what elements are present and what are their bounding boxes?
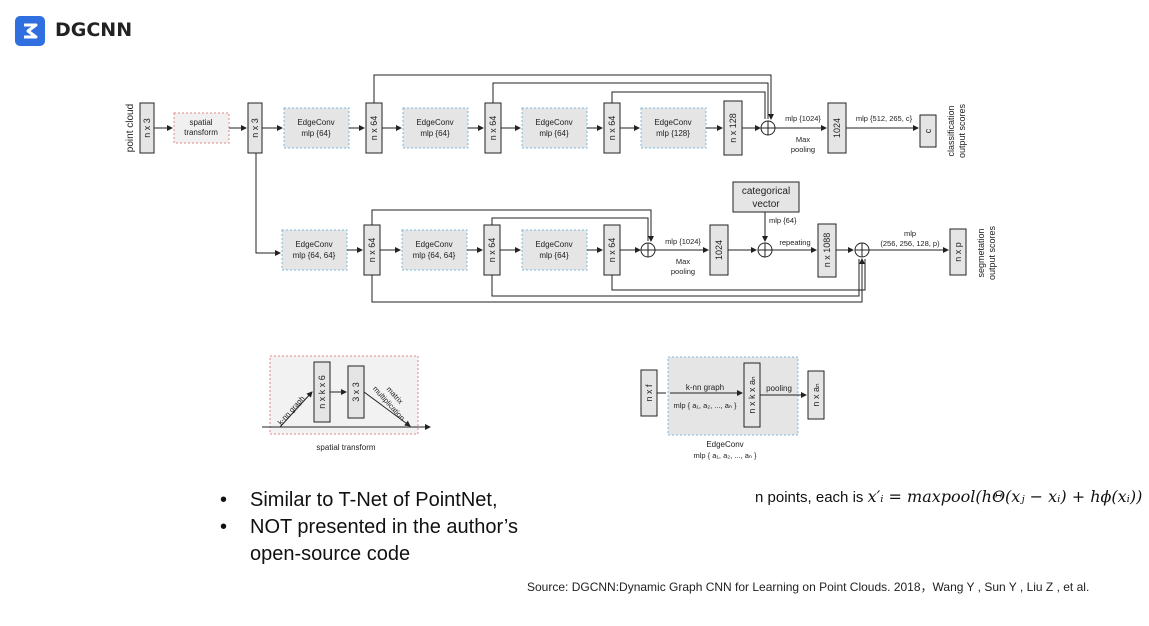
edgeconv-mlp-2: mlp {64}: [420, 129, 450, 138]
seg-edgeconv-mlp-3: mlp {64}: [539, 251, 569, 260]
edgeconv-title-4: EdgeConv: [654, 118, 691, 127]
seg-edgeconv-mlp-2: mlp {64, 64}: [413, 251, 456, 260]
categorical-vector-box: [732, 181, 800, 213]
spatial-caption: spatial transform: [316, 443, 375, 452]
seg-edgeconv-title-2: EdgeConv: [415, 240, 452, 249]
max-pooling-bottom-2: pooling: [671, 267, 695, 276]
pooling-label: pooling: [766, 384, 792, 393]
max-pooling-top-2: pooling: [791, 145, 815, 154]
spatial-dim2: 3 x 3: [351, 382, 361, 402]
bullet-dot: •: [220, 516, 228, 538]
cls-output-label-2: output scores: [957, 103, 967, 158]
seg-mlp-2: (256, 256, 128, p): [880, 239, 940, 248]
seg-edgeconv-mlp-1: mlp {64, 64}: [293, 251, 336, 260]
spatial-transform-label-2: transform: [184, 128, 218, 137]
seg-edgeconv-title-3: EdgeConv: [535, 240, 572, 249]
seg-feature-dim-1: n x 64: [367, 238, 377, 263]
input-dim: n x 3: [142, 118, 152, 138]
seg-feature-dim-2: n x 64: [487, 238, 497, 263]
seg-output-label-1: segmetation: [976, 228, 986, 277]
input-label: point cloud: [125, 104, 136, 152]
concat-dim: n x 1088: [822, 233, 832, 268]
max-pooling-top-1: Max: [796, 135, 810, 144]
top-row: point cloud n x 3 spatial transform n x …: [125, 74, 967, 158]
seg-mlp-1: mlp: [904, 229, 916, 238]
edgeconv-out-box: [807, 370, 825, 420]
edgeconv-box-2: [402, 107, 469, 149]
bullet-item: • NOT presented in the author’s open-sou…: [220, 514, 640, 568]
edgeconv-box-4: [640, 107, 707, 149]
edgeconv-detail: n x f k-nn graph mlp { a₁, a₂, ..., aₙ }…: [640, 356, 825, 460]
edgeconv-box-1: [283, 107, 350, 149]
global-dim-top: 1024: [832, 118, 842, 138]
cls-output-box: [919, 114, 937, 148]
edgeconv-title-2: EdgeConv: [416, 118, 453, 127]
edgeconv-mlp-1: mlp {64}: [301, 129, 331, 138]
mlp-1024-top: mlp {1024}: [785, 114, 821, 123]
bullet-item: • Similar to T-Net of PointNet,: [220, 487, 640, 514]
edgeconv-knn-label: k-nn graph: [686, 383, 724, 392]
edgeconv-caption-1: EdgeConv: [706, 440, 743, 449]
bullet-dot: •: [220, 489, 228, 511]
edgeconv-caption-2: mlp { a₁, a₂, ..., aₙ }: [693, 451, 757, 460]
logo-icon: [15, 16, 45, 46]
mlp-1024-bottom: mlp {1024}: [665, 237, 701, 246]
seg-edgeconv-box-3: [521, 229, 588, 271]
edgeconv-mlp-label: mlp { a₁, a₂, ..., aₙ }: [673, 401, 737, 410]
transformed-dim: n x 3: [250, 118, 260, 138]
edgeconv-title-3: EdgeConv: [535, 118, 572, 127]
bullet-text: Similar to T-Net of PointNet,: [250, 489, 498, 511]
repeating-label: repeating: [779, 238, 810, 247]
source-citation: Source: DGCNN:Dynamic Graph CNN for Lear…: [527, 580, 1090, 594]
seg-feature-dim-3: n x 64: [607, 238, 617, 263]
categorical-label-2: vector: [752, 199, 780, 210]
edgeconv-mid-dim: n x k x aₙ: [747, 376, 757, 414]
edgeconv-out-dim: n x aₙ: [811, 383, 821, 407]
categorical-label-1: categorical: [742, 186, 790, 197]
edgeconv-mlp-4: mlp {128}: [656, 129, 690, 138]
global-dim-bottom: 1024: [714, 240, 724, 260]
seg-edgeconv-title-1: EdgeConv: [295, 240, 332, 249]
cls-mlp: mlp {512, 265, c}: [856, 114, 913, 123]
feature-dim-3: n x 64: [607, 116, 617, 141]
cls-dim: c: [923, 128, 933, 133]
feature-dim-1: n x 64: [369, 116, 379, 141]
bullet-text: NOT presented in the author’s open-sourc…: [250, 516, 518, 565]
seg-edgeconv-box-1: [281, 229, 348, 271]
max-pooling-bottom-1: Max: [676, 257, 690, 266]
edgeconv-mlp-3: mlp {64}: [539, 129, 569, 138]
seg-output-box: [949, 228, 967, 276]
cls-output-label-1: classification: [946, 105, 956, 156]
cat-mlp: mlp {64}: [769, 216, 797, 225]
page-title: DGCNN: [55, 19, 133, 41]
spatial-transform-label-1: spatial: [189, 118, 212, 127]
seg-output-label-2: output scores: [987, 225, 997, 280]
feature-dim-2: n x 64: [488, 116, 498, 141]
bottom-row: EdgeConv mlp {64, 64} n x 64 EdgeConv ml…: [281, 181, 997, 303]
seg-edgeconv-box-2: [401, 229, 468, 271]
edgeconv-box-3: [521, 107, 588, 149]
seg-dim: n x p: [953, 242, 963, 262]
edgeconv-in-dim: n x f: [644, 384, 654, 402]
formula: n points, each is x′ᵢ = maxpool(hΘ(xⱼ − …: [755, 487, 1142, 506]
spatial-transform-detail: k-nn graph n x k x 6 3 x 3 matrix multip…: [262, 355, 431, 452]
bullet-list: • Similar to T-Net of PointNet, • NOT pr…: [220, 487, 640, 568]
spatial-dim1: n x k x 6: [317, 375, 327, 409]
formula-prefix: n points, each is: [755, 489, 864, 506]
feature-dim-4: n x 128: [728, 113, 738, 143]
spatial-detail-box: [269, 355, 419, 435]
formula-expression: x′ᵢ = maxpool(hΘ(xⱼ − xᵢ) + hϕ(xᵢ)): [867, 487, 1143, 506]
edgeconv-title-1: EdgeConv: [297, 118, 334, 127]
edgeconv-detail-box: [667, 356, 799, 436]
